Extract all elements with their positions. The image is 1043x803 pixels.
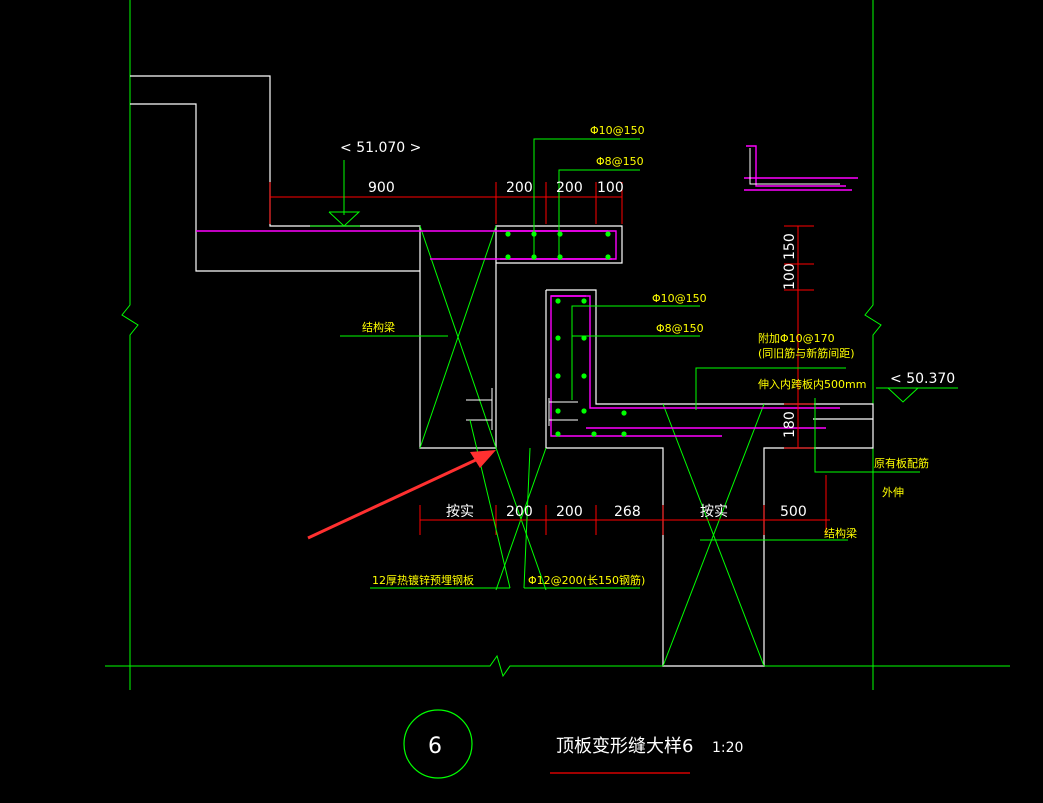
rebar-lines — [196, 145, 858, 437]
rebar-dot — [581, 335, 587, 341]
dim-top-2: 200 — [506, 180, 533, 196]
rebar-dot — [555, 408, 561, 414]
rebar-dot — [555, 298, 561, 304]
dim-top-1: 900 — [368, 180, 395, 196]
dim-top-3: 200 — [556, 180, 583, 196]
dim-top-4: 100 — [597, 180, 624, 196]
dim-bottom-4: 268 — [614, 504, 641, 520]
drawing-title: 顶板变形缝大样6 — [556, 736, 693, 757]
rebar-label-added-1: 附加Φ10@170 — [758, 331, 835, 345]
rebar-dot — [605, 231, 611, 237]
rebar-dot — [505, 231, 511, 237]
rebar-dot — [581, 408, 587, 414]
dim-vert-2: 150 — [782, 233, 798, 260]
dim-vert-3: 180 — [782, 411, 798, 438]
structure-outline — [130, 75, 874, 667]
note-orig-slab-2: 外伸 — [882, 486, 904, 499]
leader-lines — [310, 138, 958, 589]
rebar-dot — [557, 254, 563, 260]
dim-bottom-2: 200 — [506, 504, 533, 520]
rebar-dot — [555, 431, 561, 437]
rebar-label-top-dist: Φ8@150 — [596, 155, 644, 168]
dim-bottom-1: 按实 — [446, 504, 474, 520]
rebar-dot — [605, 254, 611, 260]
note-orig-slab-1: 原有板配筋 — [874, 456, 929, 470]
note-beam-left: 结构梁 — [362, 320, 395, 334]
rebar-dots — [505, 231, 627, 437]
rebar-dot — [581, 298, 587, 304]
rebar-dot — [621, 410, 627, 416]
elevation-left: < 51.070 > — [340, 140, 421, 156]
rebar-label-mid-main: Φ10@150 — [652, 292, 707, 305]
rebar-label-added-2: (同旧筋与新筋间距) — [758, 346, 855, 360]
dim-bottom-6: 500 — [780, 504, 807, 520]
rebar-dot — [621, 431, 627, 437]
bar-detail — [749, 148, 840, 185]
rebar-label-mid-dist: Φ8@150 — [656, 322, 704, 335]
drawing-scale: 1:20 — [712, 740, 743, 756]
elevation-right: < 50.370 — [890, 371, 955, 387]
dim-vert-1: 100 — [782, 263, 798, 290]
rebar-label-anchor: 伸入内跨板内500mm — [758, 377, 866, 391]
dim-bottom-3: 200 — [556, 504, 583, 520]
embedded-plate — [466, 388, 578, 430]
note-beam-right: 结构梁 — [824, 526, 857, 540]
rebar-dot — [555, 373, 561, 379]
beam-crosses — [419, 225, 765, 667]
dim-bottom-5: 按实 — [700, 504, 728, 520]
rebar-dot — [557, 231, 563, 237]
red-arrow — [307, 450, 496, 540]
note-plate: 12厚热镀锌预埋钢板 — [372, 573, 474, 587]
rebar-dot — [505, 254, 511, 260]
dimension-lines — [269, 182, 830, 535]
rebar-label-dowel: Φ12@200(长150钢筋) — [528, 573, 645, 587]
rebar-dot — [581, 373, 587, 379]
drawing-number: 6 — [428, 734, 442, 759]
rebar-label-top-main: Φ10@150 — [590, 124, 645, 137]
rebar-dot — [555, 335, 561, 341]
rebar-dot — [591, 431, 597, 437]
frame-lines — [105, 0, 1010, 690]
drawing-number-circle — [403, 709, 473, 779]
